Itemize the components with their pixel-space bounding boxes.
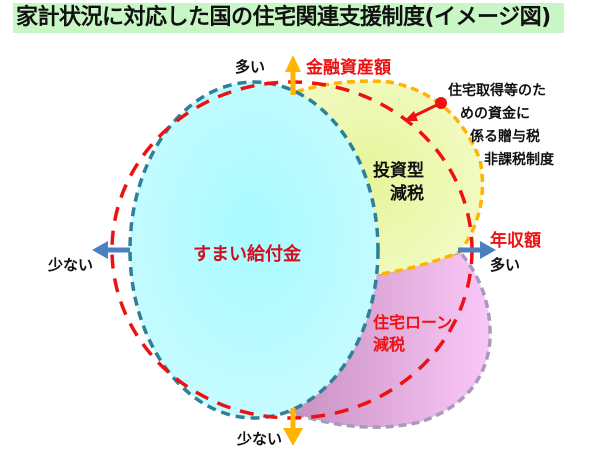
gift-tax-note: 住宅取得等のた めの資金に 係る贈与税 非課税制度 xyxy=(448,80,554,172)
housing-loan-label: 住宅ローン 減税 xyxy=(373,312,452,356)
horizontal-left-label: 少ない xyxy=(48,256,94,274)
vertical-top-label: 多い xyxy=(235,58,266,76)
vertical-bottom-label: 少ない xyxy=(237,430,283,448)
sumai-label: すまい給付金 xyxy=(193,244,301,265)
page-title: 家計状況に対応した国の住宅関連支援制度(イメージ図) xyxy=(13,3,564,33)
pointer-arrow-icon xyxy=(404,111,418,121)
housing-loan-region xyxy=(286,250,492,429)
investment-label-line1: 投資型 xyxy=(373,161,424,181)
housing-loan-label-line2: 減税 xyxy=(373,335,406,354)
annual-income-axis-label: 年収額 xyxy=(490,231,541,251)
housing-loan-label-line1: 住宅ローン xyxy=(373,313,453,332)
gift-tax-note-line2: めの資金に xyxy=(460,106,530,122)
arrow-down-icon xyxy=(283,428,303,446)
gift-tax-note-line1: 住宅取得等のた xyxy=(448,83,546,99)
horizontal-right-label: 多い xyxy=(490,256,521,274)
arrow-right-icon xyxy=(480,241,496,259)
arrow-up-icon xyxy=(285,55,301,72)
arrow-left-icon xyxy=(92,241,108,259)
sumai-region xyxy=(128,80,380,420)
investment-label-line2: 減税 xyxy=(390,184,424,204)
gift-tax-note-line4: 非課税制度 xyxy=(484,152,554,168)
investment-label: 投資型 減税 xyxy=(368,160,424,206)
gift-tax-note-line3: 係る贈与税 xyxy=(470,129,540,145)
financial-assets-axis-label: 金融資産額 xyxy=(306,58,391,78)
